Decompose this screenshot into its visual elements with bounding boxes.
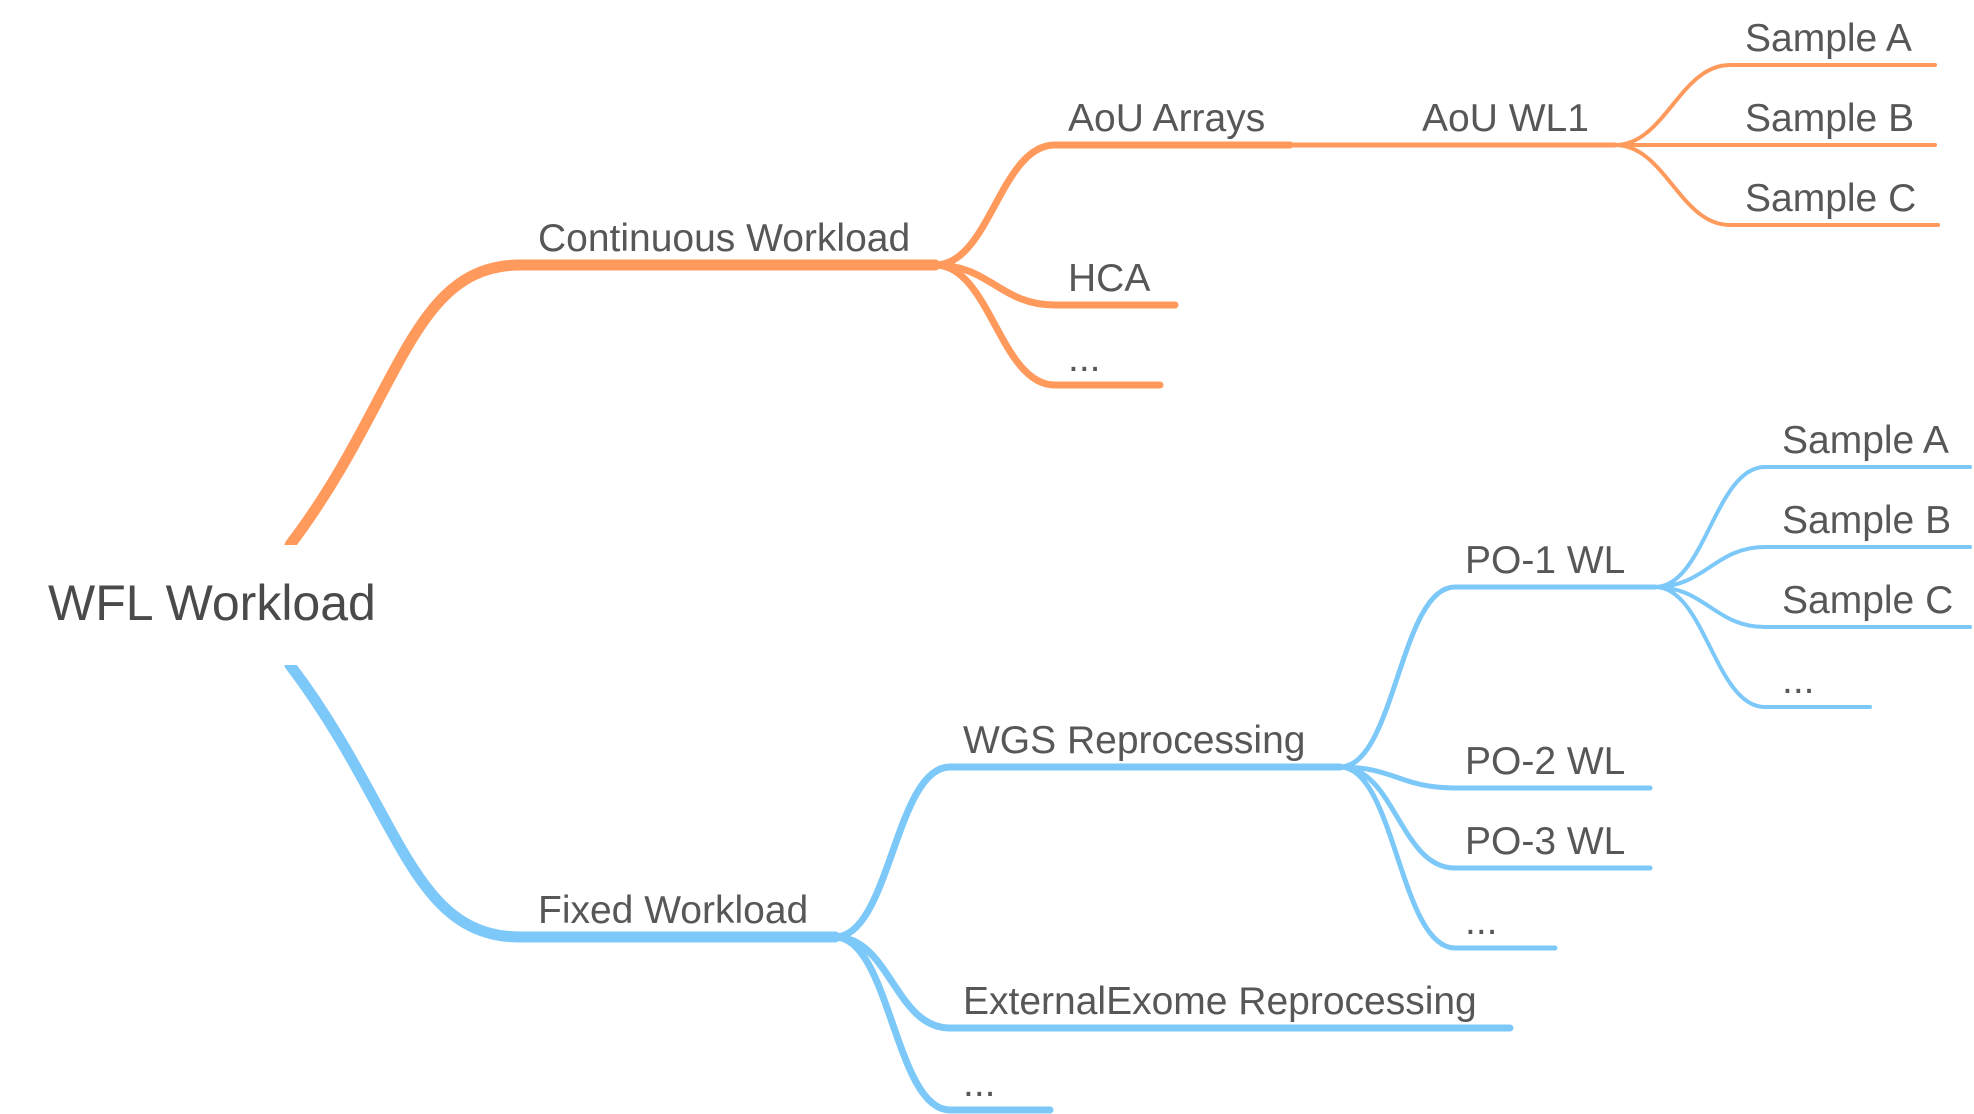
node-po1-sample-c[interactable]: Sample C [1782, 579, 1953, 622]
edge-po1-sample-c [1653, 585, 1972, 629]
edge-fixed-more [831, 933, 1054, 1114]
edge-po1-sample-a [1653, 465, 1972, 589]
node-fixed-workload[interactable]: Fixed Workload [538, 889, 808, 932]
edge-po1-more [1653, 585, 1872, 709]
node-aou-wl1[interactable]: AoU WL1 [1422, 97, 1589, 140]
root-label-background [30, 545, 330, 665]
node-continuous-more[interactable]: ... [1068, 337, 1101, 380]
edge-continuous-aou-arrays [931, 141, 1294, 269]
node-aou-arrays[interactable]: AoU Arrays [1068, 97, 1265, 140]
node-fixed-more[interactable]: ... [963, 1062, 996, 1105]
node-aou-sample-c[interactable]: Sample C [1745, 177, 1916, 220]
node-external-exome-reprocessing[interactable]: ExternalExome Reprocessing [963, 980, 1477, 1023]
edge-wgs-po3 [1337, 764, 1653, 871]
node-aou-sample-b[interactable]: Sample B [1745, 97, 1914, 140]
node-po1-sample-b[interactable]: Sample B [1782, 499, 1951, 542]
node-po2-wl[interactable]: PO-2 WL [1465, 740, 1625, 783]
root-node[interactable]: WFL Workload [48, 575, 376, 631]
node-po1-more[interactable]: ... [1782, 659, 1815, 702]
node-po1-wl[interactable]: PO-1 WL [1465, 539, 1625, 582]
edge-fixed-wgs [831, 763, 1344, 941]
edge-root-continuous [284, 259, 941, 551]
edge-wl1-sample-c [1613, 143, 1940, 227]
node-wgs-reprocessing[interactable]: WGS Reprocessing [963, 719, 1305, 762]
edge-wgs-po1 [1337, 584, 1658, 770]
node-po1-sample-a[interactable]: Sample A [1782, 419, 1949, 462]
continuous-branch-edges [284, 63, 1940, 551]
fixed-branch-edges [284, 465, 1972, 1114]
node-po3-wl[interactable]: PO-3 WL [1465, 820, 1625, 863]
node-wgs-more[interactable]: ... [1465, 900, 1498, 943]
node-continuous-workload[interactable]: Continuous Workload [538, 217, 910, 260]
edge-po1-sample-b [1653, 545, 1972, 589]
edge-root-fixed [284, 659, 841, 943]
node-aou-sample-a[interactable]: Sample A [1745, 17, 1912, 60]
edge-wgs-po2 [1337, 764, 1653, 791]
edge-wgs-more [1337, 764, 1558, 951]
edge-wl1-sample-a [1613, 63, 1937, 147]
edge-continuous-more [931, 261, 1164, 389]
node-hca[interactable]: HCA [1068, 257, 1150, 300]
